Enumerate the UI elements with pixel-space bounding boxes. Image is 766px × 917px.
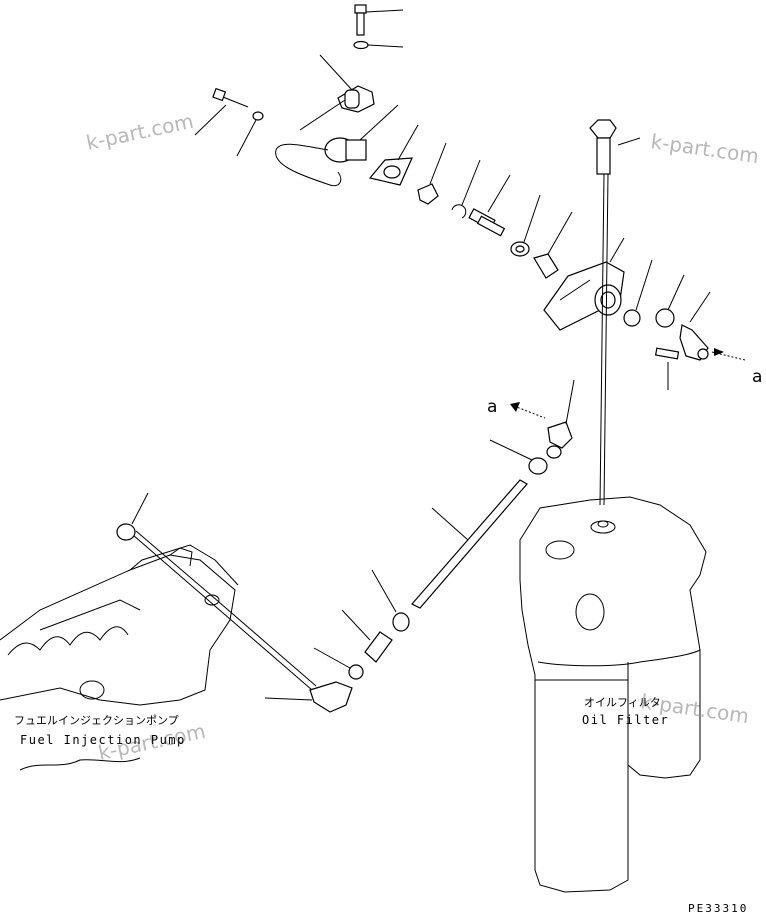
tube-nut-lower (371, 569, 410, 632)
filter-label-en: Oil Filter (582, 713, 669, 727)
ref-arrow-right: a (711, 348, 762, 387)
bushing (510, 194, 541, 257)
ref-arrow-left: a (487, 397, 546, 419)
left-bolt (194, 87, 249, 136)
nut-lower (313, 647, 364, 680)
nut-1 (623, 259, 653, 327)
pump-oil-line (116, 492, 317, 691)
drawing-code: PE33310 (688, 902, 748, 915)
clip (417, 142, 447, 205)
pin (468, 174, 511, 237)
pump-label-en: Fuel Injection Pump (20, 733, 186, 747)
snap-ring (451, 159, 481, 219)
filter-label-jp: オイルフィルタ (584, 696, 661, 709)
sleeve (533, 211, 573, 279)
elbow-upper (546, 379, 575, 459)
fuel-injection-pump: フュエルインジェクションポンプ Fuel Injection Pump (0, 544, 239, 771)
top-washer (353, 40, 404, 50)
key (654, 347, 680, 390)
connector (341, 609, 393, 663)
pump-label-jp: フュエルインジェクションポンプ (14, 714, 179, 727)
oil-filter: オイルフィルタ Oil Filter (519, 496, 707, 893)
elbow-lower (264, 681, 353, 713)
oil-tube (411, 479, 528, 609)
ref-a-left: a (487, 397, 497, 417)
lever (679, 291, 711, 361)
tube-nut-upper (489, 439, 548, 475)
bracket (543, 237, 625, 331)
top-bolt (354, 4, 404, 36)
watermark: k-part.com (84, 109, 196, 155)
nut-2 (655, 274, 685, 328)
left-washer (236, 111, 264, 157)
gasket (368, 124, 419, 186)
watermark: k-part.com (649, 129, 760, 168)
stop-solenoid (275, 54, 399, 187)
long-bolt (589, 119, 641, 506)
ref-a-right: a (752, 367, 762, 387)
